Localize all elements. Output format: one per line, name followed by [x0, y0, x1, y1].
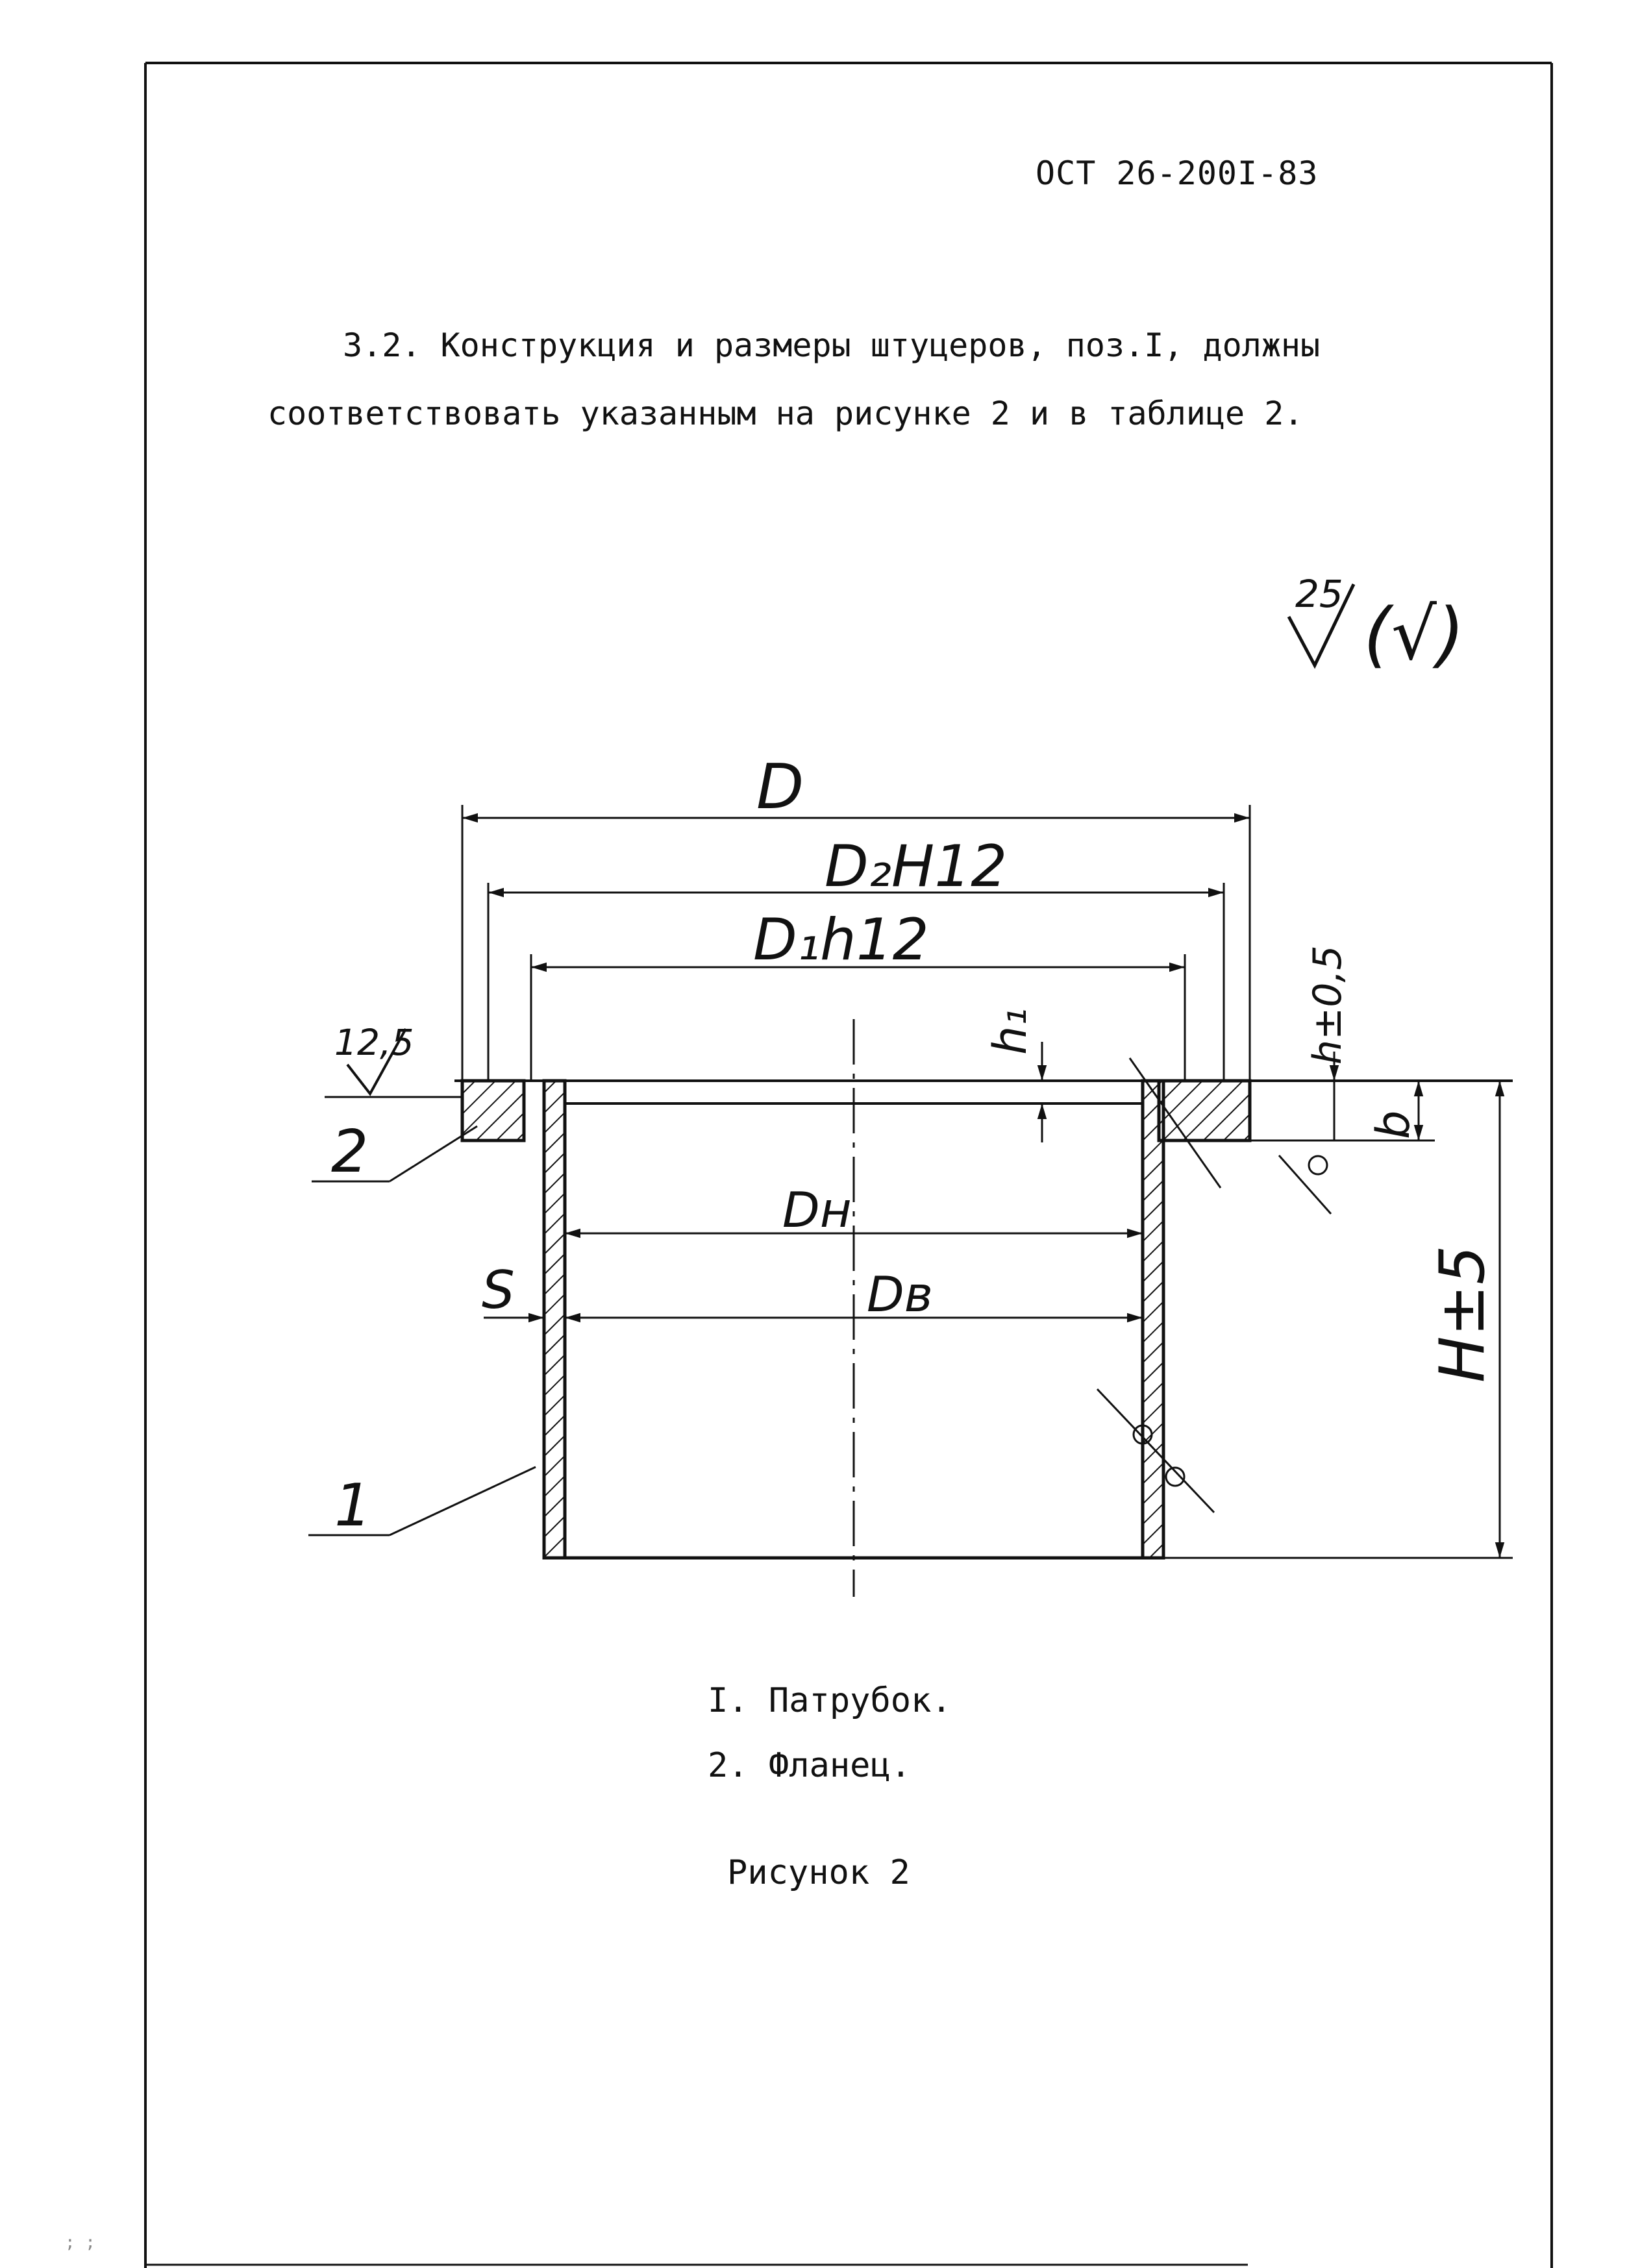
dim-h1-label: h₁ [984, 1008, 1037, 1055]
callout-pos-2: 2 [312, 1118, 478, 1186]
margin-mark: ; ; [65, 2233, 95, 2252]
dim-S-label: S [482, 1260, 515, 1320]
weld-symbol-flange [1128, 1057, 1332, 1214]
roughness-general-value: 25 [1295, 572, 1343, 616]
paragraph-line-2: соответствовать указанным на рисунке 2 и… [267, 395, 1304, 432]
section-paragraph: 3.2. Конструкция и размеры штуцеров, поз… [267, 312, 1371, 448]
roughness-general-symbol: 25 (√) [1287, 572, 1465, 676]
dimension-h: h±0,5 [1305, 945, 1350, 1140]
dim-D2-label: D₂H12 [825, 833, 1007, 900]
callout-pos-1-label: 1 [334, 1472, 371, 1540]
legend-item-2: 2. Фланец. [708, 1746, 912, 1785]
roughness-flange-symbol: 12,5 [334, 1022, 414, 1096]
flange-right [1157, 1079, 1252, 1142]
dim-D1-label: D₁h12 [753, 906, 929, 973]
pipe-wall-right [1141, 1079, 1165, 1560]
dim-Dn-label: Dн [782, 1181, 852, 1239]
dimension-Dv: Dв [565, 1266, 1143, 1323]
dim-b-label: b [1367, 1111, 1420, 1139]
dimension-h1: h₁ [984, 1008, 1047, 1142]
dimension-S: S [482, 1260, 544, 1323]
flange-left [460, 1079, 526, 1142]
figure-caption: Рисунок 2 [727, 1853, 910, 1892]
page-frame [144, 62, 1553, 2268]
roughness-general-paren: (√) [1363, 593, 1465, 676]
dim-Dv-label: Dв [867, 1266, 933, 1323]
dimension-b: b [1367, 1081, 1424, 1140]
dimension-D: D [461, 752, 1251, 1081]
dimension-H: H±5 [1427, 1081, 1505, 1558]
pipe-wall-left [542, 1079, 567, 1560]
roughness-flange-value: 12,5 [334, 1022, 414, 1063]
document-code: ОСТ 26-200I-83 [1036, 154, 1319, 192]
dimension-D1: D₁h12 [530, 906, 1186, 1081]
frame-border [144, 62, 1553, 2268]
parts-legend: I. Патрубок. 2. Фланец. [708, 1668, 952, 1798]
dimension-Dn: Dн [565, 1181, 1143, 1239]
legend-item-1: I. Патрубок. [708, 1681, 952, 1720]
dim-D-label: D [756, 752, 804, 823]
paragraph-line-1: 3.2. Конструкция и размеры штуцеров, поз… [343, 327, 1321, 364]
callout-pos-2-label: 2 [331, 1118, 368, 1186]
callout-pos-1: 1 [308, 1466, 536, 1540]
dimension-D2: D₂H12 [487, 833, 1225, 1081]
dim-h-label: h±0,5 [1305, 945, 1350, 1065]
weld-symbol-pipe [1096, 1388, 1215, 1514]
dim-H-label: H±5 [1427, 1246, 1498, 1383]
